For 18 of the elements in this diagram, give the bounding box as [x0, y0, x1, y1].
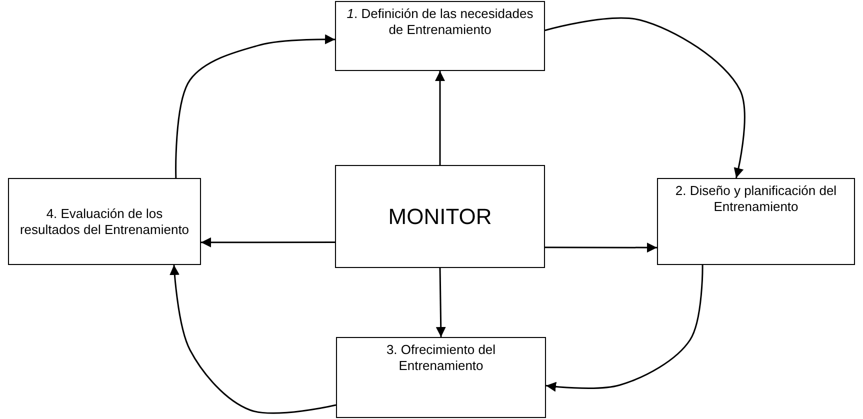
process-box — [335, 1, 545, 71]
arrow — [436, 268, 446, 338]
arrow — [546, 265, 704, 392]
process-box — [336, 337, 546, 418]
node-label: 3. Ofrecimiento del Entrenamiento — [385, 342, 497, 374]
arrow — [435, 71, 445, 165]
process-box — [657, 178, 855, 265]
process-box — [8, 178, 201, 265]
monitor-box — [335, 165, 545, 268]
node-label: 2. Diseño y planificación del Entrenamiento — [674, 183, 838, 215]
node-label: MONITOR — [388, 204, 492, 230]
node-label: 1. Definición de las necesidades de Entrenamiento — [346, 6, 534, 38]
node-label: 4. Evaluación de los resultados del Entrenamiento — [18, 206, 190, 238]
arrow — [175, 34, 335, 178]
arrow — [201, 237, 335, 248]
arrow — [545, 242, 657, 253]
arrow — [170, 264, 336, 414]
arrow — [544, 17, 746, 178]
